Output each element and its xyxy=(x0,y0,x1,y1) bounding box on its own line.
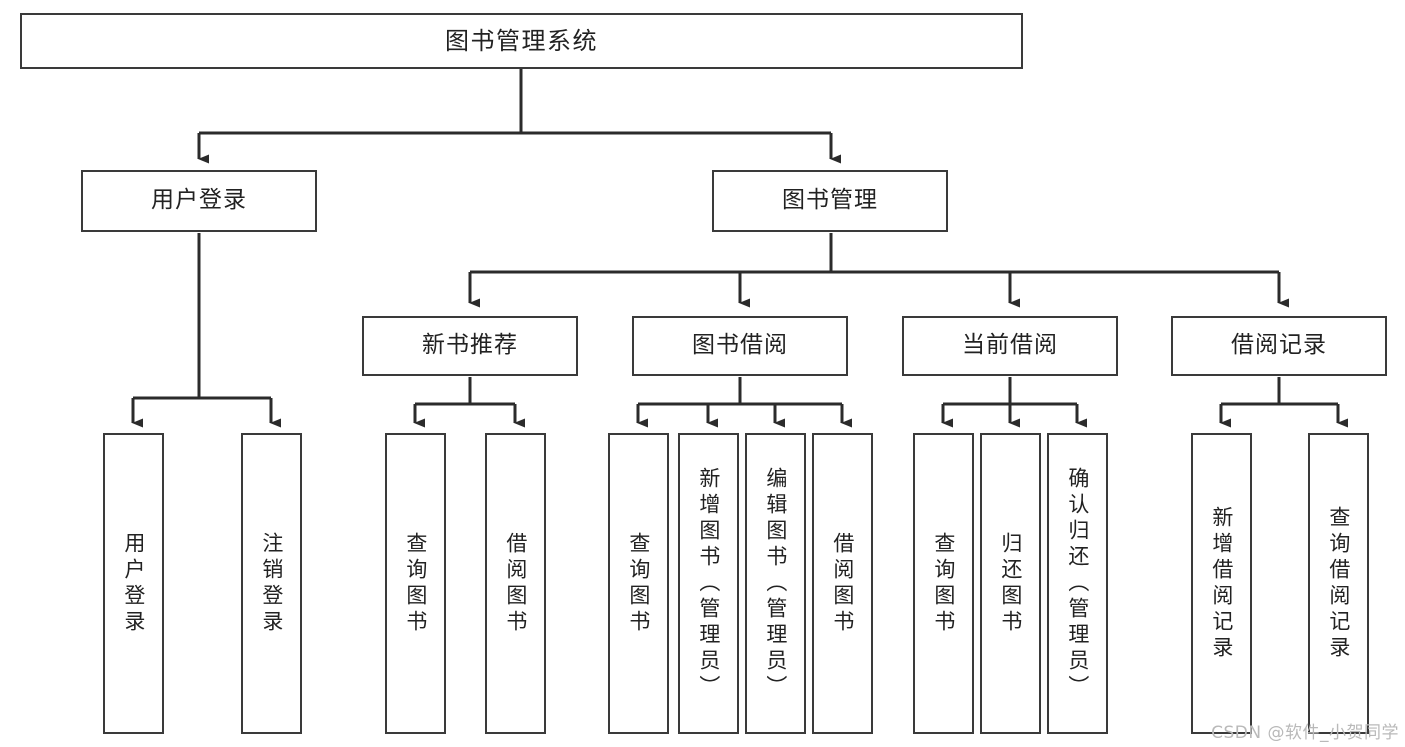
node-book-borrowing[interactable]: 图书借阅 xyxy=(632,316,848,376)
node-label: 确认归还（管理员） xyxy=(1065,466,1090,701)
node-label: 新书推荐 xyxy=(422,332,518,359)
leaf-record-add-borrow-record[interactable]: 新增借阅记录 xyxy=(1191,433,1252,734)
leaf-user-login-login[interactable]: 用户登录 xyxy=(103,433,164,734)
leaf-new-book-borrow-book[interactable]: 借阅图书 xyxy=(485,433,546,734)
node-label: 新增借阅记录 xyxy=(1209,505,1234,662)
node-label: 查询借阅记录 xyxy=(1326,505,1351,662)
node-label: 查询图书 xyxy=(403,531,428,636)
node-label: 用户登录 xyxy=(151,187,247,214)
leaf-record-query-borrow-record[interactable]: 查询借阅记录 xyxy=(1308,433,1369,734)
node-label: 借阅图书 xyxy=(503,531,528,636)
node-label: 新增图书（管理员） xyxy=(696,466,721,701)
leaf-borrow-edit-book-admin[interactable]: 编辑图书（管理员） xyxy=(745,433,806,734)
node-root-book-management-system[interactable]: 图书管理系统 xyxy=(20,13,1023,69)
node-label: 用户登录 xyxy=(121,531,146,636)
leaf-user-login-logout[interactable]: 注销登录 xyxy=(241,433,302,734)
leaf-borrow-borrow-book[interactable]: 借阅图书 xyxy=(812,433,873,734)
node-borrow-records[interactable]: 借阅记录 xyxy=(1171,316,1387,376)
node-label: 注销登录 xyxy=(259,531,284,636)
node-user-login[interactable]: 用户登录 xyxy=(81,170,317,232)
node-label: 归还图书 xyxy=(998,531,1023,636)
node-label: 借阅记录 xyxy=(1231,332,1327,359)
node-label: 编辑图书（管理员） xyxy=(763,466,788,701)
node-book-management[interactable]: 图书管理 xyxy=(712,170,948,232)
node-new-book-recommendation[interactable]: 新书推荐 xyxy=(362,316,578,376)
node-label: 查询图书 xyxy=(931,531,956,636)
leaf-current-confirm-return-admin[interactable]: 确认归还（管理员） xyxy=(1047,433,1108,734)
leaf-new-book-query-book[interactable]: 查询图书 xyxy=(385,433,446,734)
leaf-current-query-book[interactable]: 查询图书 xyxy=(913,433,974,734)
csdn-watermark: CSDN @软件_小贺同学 xyxy=(1211,723,1399,743)
node-label: 图书管理系统 xyxy=(445,26,598,55)
node-label: 借阅图书 xyxy=(830,531,855,636)
leaf-borrow-add-book-admin[interactable]: 新增图书（管理员） xyxy=(678,433,739,734)
node-label: 图书借阅 xyxy=(692,332,788,359)
node-label: 查询图书 xyxy=(626,531,651,636)
leaf-current-return-book[interactable]: 归还图书 xyxy=(980,433,1041,734)
node-label: 当前借阅 xyxy=(962,332,1058,359)
node-label: 图书管理 xyxy=(782,187,878,214)
node-current-borrowing[interactable]: 当前借阅 xyxy=(902,316,1118,376)
leaf-borrow-query-book[interactable]: 查询图书 xyxy=(608,433,669,734)
